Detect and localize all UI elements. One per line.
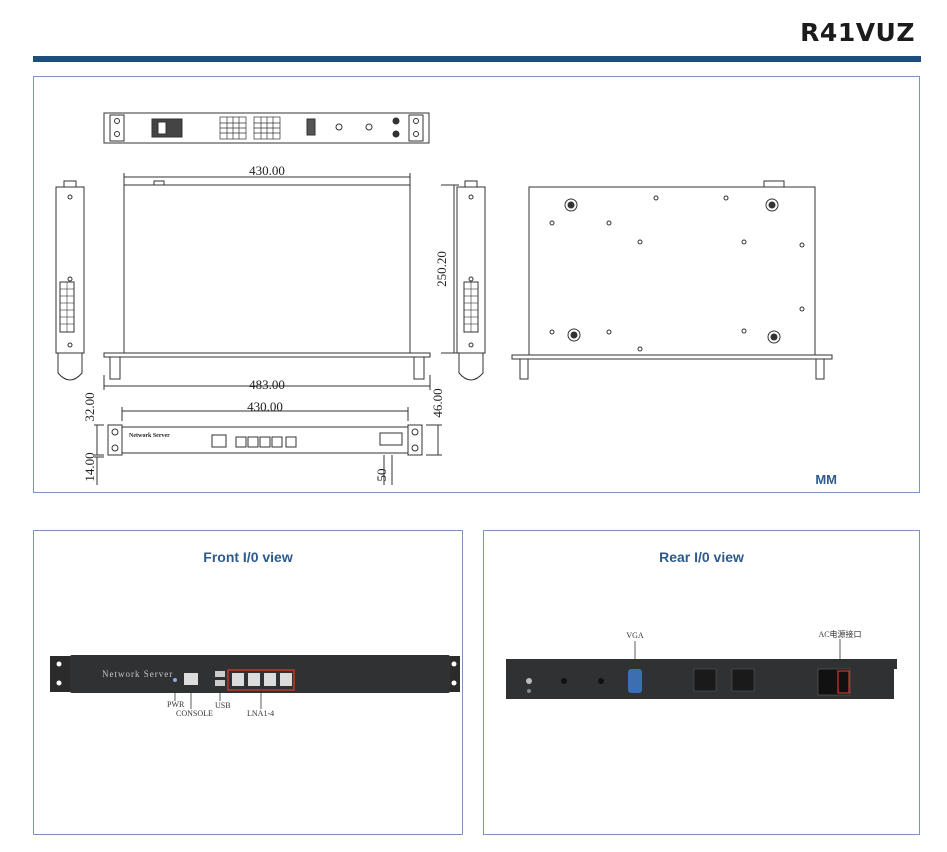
rear-io-heading: Rear I/0 view (659, 549, 744, 565)
dimension-drawing: 430.00 250.20 483.00 430.00 46.00 32.00 … (55, 112, 833, 485)
bottom-view-drawing (511, 180, 833, 380)
header-rule (33, 56, 921, 62)
pwr-led-icon (173, 678, 177, 682)
dimension-drawing-panel: 430.00 250.20 483.00 430.00 46.00 32.00 … (33, 76, 920, 493)
rear-io-photo: VGA AC电源接口 (506, 629, 897, 699)
pwr-callout: PWR (167, 700, 185, 709)
dim-height: 46.00 (430, 388, 445, 417)
vga-port-icon (628, 669, 642, 693)
front-view-drawing (94, 407, 442, 485)
dim-front-width: 430.00 (247, 399, 283, 414)
console-port-icon (184, 673, 198, 685)
rear-outline-drawing (103, 112, 430, 144)
front-device-label: Network Server (102, 669, 173, 679)
dim-bottom-offset: 14.00 (82, 452, 97, 481)
console-callout: CONSOLE (176, 709, 213, 718)
rear-io-panel: Rear I/0 view VGA AC电源接口 (483, 530, 920, 835)
front-io-panel: Front I/0 view Network Server PWR CONSOL… (33, 530, 463, 835)
dim-front-offset: 50 (374, 469, 389, 482)
dim-overall-width: 483.00 (249, 377, 285, 392)
dim-ear-height: 32.00 (82, 392, 97, 421)
drawing-panel-label: Network Server (129, 433, 170, 439)
front-io-photo: Network Server PWR CONSOLE USB LNA1-4 (50, 655, 460, 718)
lan-ports-icon (232, 673, 292, 686)
ac-power-inlet-icon (817, 668, 851, 696)
right-side-view-drawing (445, 180, 486, 381)
ac-callout: AC电源接口 (818, 629, 861, 639)
usb-port-icon (215, 671, 225, 677)
vga-callout: VGA (626, 631, 644, 640)
dim-top-width: 430.00 (249, 163, 285, 178)
lan-callout: LNA1-4 (247, 709, 274, 718)
fan-grille-icon (693, 668, 755, 692)
front-io-heading: Front I/0 view (203, 549, 293, 565)
unit-label: MM (815, 472, 837, 487)
dim-depth: 250.20 (434, 251, 449, 287)
usb-callout: USB (215, 701, 231, 710)
top-view-drawing (103, 173, 459, 390)
model-title: R41VUZ (800, 18, 915, 47)
left-side-view-drawing (55, 180, 85, 381)
